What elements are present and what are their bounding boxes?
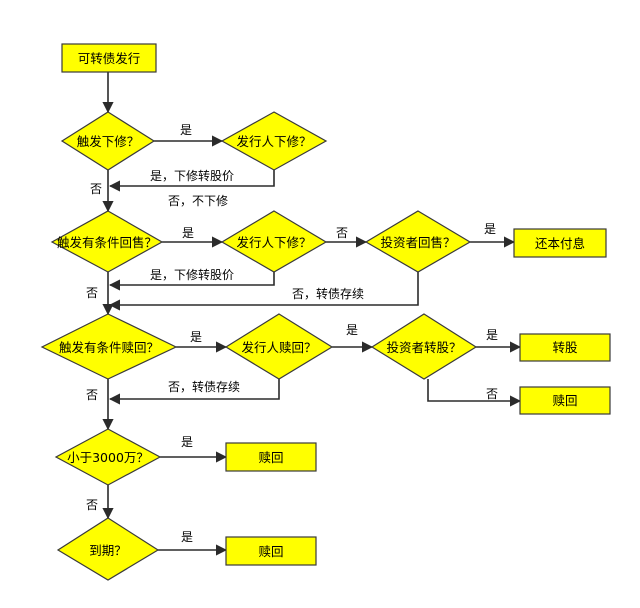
node-under-30m: 小于3000万？ <box>54 428 162 486</box>
label-trigger-down-yes: 是 <box>180 123 192 137</box>
label-investor-convert-yes: 是 <box>486 328 498 342</box>
node-issuer-down-2-label: 发行人下修？ <box>236 235 311 250</box>
node-redeem-1: 赎回 <box>519 386 611 415</box>
edge-investor-putback-no-feedback <box>108 272 419 311</box>
nodes: 可转债发行 触发下修？ 发行人下修？ 触发有条件回售？ 发行人下修？ 投资者回售… <box>40 43 611 581</box>
edge-issuer-down-yes-feedback <box>108 170 275 192</box>
node-repay-label: 还本付息 <box>535 236 585 251</box>
label-trigger-putback-yes: 是 <box>182 226 194 240</box>
edge-investor-convert-no <box>427 379 522 407</box>
label-issuer-down-1-yes: 是，下修转股价 <box>150 168 234 183</box>
node-redeem-2-label: 赎回 <box>258 450 283 465</box>
node-maturity: 到期？ <box>56 517 160 581</box>
edges <box>102 72 522 556</box>
node-issuer-call: 发行人赎回？ <box>224 313 334 380</box>
label-issuer-down-1-no: 否，不下修 <box>168 193 228 208</box>
node-investor-putback-label: 投资者回售？ <box>380 235 455 250</box>
node-redeem-3-label: 赎回 <box>258 544 283 559</box>
label-trigger-call-yes: 是 <box>190 330 202 344</box>
label-trigger-call-no: 否 <box>86 388 98 402</box>
node-repay: 还本付息 <box>513 228 607 258</box>
node-redeem-1-label: 赎回 <box>552 393 577 408</box>
node-under-30m-label: 小于3000万？ <box>67 450 149 465</box>
edge-issuer-down-2-yes-feedback <box>108 272 275 291</box>
node-trigger-down: 触发下修？ <box>60 111 156 171</box>
node-maturity-label: 到期？ <box>89 543 127 558</box>
node-redeem-3: 赎回 <box>225 536 317 566</box>
label-issuer-down-2-no: 否 <box>336 226 348 240</box>
node-investor-convert: 投资者转股？ <box>370 313 478 380</box>
node-issuer-call-label: 发行人赎回？ <box>241 340 316 355</box>
node-trigger-call: 触发有条件赎回？ <box>40 313 178 380</box>
node-issuer-down-1: 发行人下修？ <box>220 111 328 171</box>
edge-issuer-call-no-feedback <box>108 379 280 405</box>
label-investor-putback-yes: 是 <box>484 222 496 236</box>
label-under-30m-no: 否 <box>86 498 98 512</box>
node-trigger-putback-label: 触发有条件回售？ <box>57 235 157 250</box>
node-issuer-down-1-label: 发行人下修？ <box>236 134 311 149</box>
label-trigger-down-no: 否 <box>90 182 102 196</box>
node-trigger-putback: 触发有条件回售？ <box>50 210 164 273</box>
label-issuer-call-no: 否，转债存续 <box>168 379 240 394</box>
node-redeem-2: 赎回 <box>225 442 317 472</box>
node-convert: 转股 <box>519 333 611 362</box>
node-issue-label: 可转债发行 <box>78 51 141 66</box>
label-maturity-yes: 是 <box>181 530 193 544</box>
node-trigger-down-label: 触发下修？ <box>77 134 140 149</box>
node-issuer-down-2: 发行人下修？ <box>220 210 328 273</box>
node-investor-putback: 投资者回售？ <box>364 210 472 273</box>
node-investor-convert-label: 投资者转股？ <box>386 340 461 355</box>
label-issuer-call-yes: 是 <box>346 323 358 337</box>
label-investor-putback-no: 否，转债存续 <box>292 286 364 301</box>
label-trigger-putback-no: 否 <box>86 286 98 300</box>
label-issuer-down-2-yes: 是，下修转股价 <box>150 267 234 282</box>
edge-labels: 是 是，下修转股价 否，不下修 否 是 否 是 是，下修转股价 否，转债存续 否… <box>86 123 498 544</box>
node-convert-label: 转股 <box>552 340 578 355</box>
label-investor-convert-no: 否 <box>486 387 498 401</box>
node-trigger-call-label: 触发有条件赎回？ <box>59 340 159 355</box>
label-under-30m-yes: 是 <box>181 435 193 449</box>
node-issue: 可转债发行 <box>61 43 157 73</box>
